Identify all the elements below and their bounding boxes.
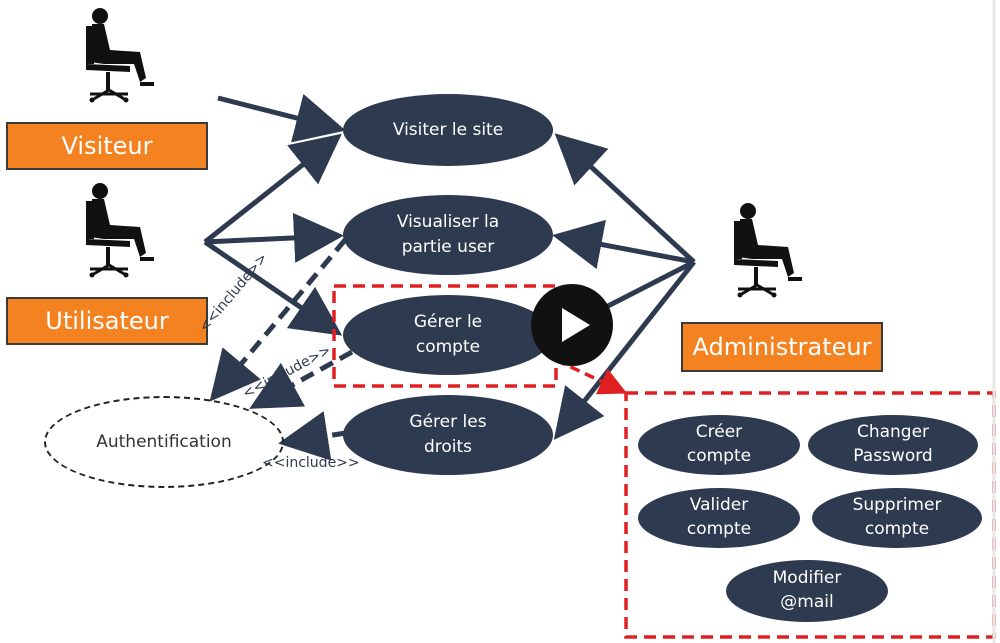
assoc-admin-gerer-compte xyxy=(602,259,696,311)
actor-visiteur-label: Visiteur xyxy=(6,122,208,170)
play-icon xyxy=(562,308,590,342)
highlight-detail-box xyxy=(624,391,996,639)
subcase-creer-compte: Créer compte xyxy=(638,415,800,475)
usecase-gerer-les-droits: Gérer les droits xyxy=(343,395,553,475)
usecase-visiter-le-site: Visiter le site xyxy=(343,94,553,166)
subcase-supprimer-compte: Supprimer compte xyxy=(812,488,982,548)
utilisateur-actor-icon xyxy=(84,181,156,279)
assoc-utilisateur-visiter xyxy=(203,133,342,244)
assoc-utilisateur-visualiser xyxy=(204,212,344,263)
highlight-connector xyxy=(555,358,628,395)
usecase-gerer-le-compte: Gérer le compte xyxy=(343,295,553,375)
include-label: <<include>> xyxy=(262,455,360,471)
subcase-changer-password: Changer Password xyxy=(808,415,978,475)
assoc-visiteur-visiter xyxy=(217,93,346,143)
assoc-admin-visiter xyxy=(554,133,696,264)
actor-utilisateur-label: Utilisateur xyxy=(6,297,208,345)
include-gerer-compte-auth xyxy=(249,349,354,409)
include-gerer-droits-auth xyxy=(278,411,347,461)
actor-administrateur-label: Administrateur xyxy=(681,322,883,372)
assoc-admin-visualiser xyxy=(552,219,695,270)
assoc-admin-gerer-droits xyxy=(553,260,696,440)
subcase-valider-compte: Valider compte xyxy=(638,488,800,548)
include-visualiser-auth xyxy=(209,238,347,402)
subcase-modifier-mail: Modifier @mail xyxy=(726,560,888,622)
visiteur-actor-icon xyxy=(84,6,156,104)
administrateur-actor-icon xyxy=(732,201,804,299)
assoc-utilisateur-gerer-compte xyxy=(203,239,343,336)
usecase-visualiser-partie-user: Visualiser la partie user xyxy=(343,195,553,275)
usecase-authentification: Authentification xyxy=(44,396,284,488)
play-button[interactable] xyxy=(531,284,613,366)
